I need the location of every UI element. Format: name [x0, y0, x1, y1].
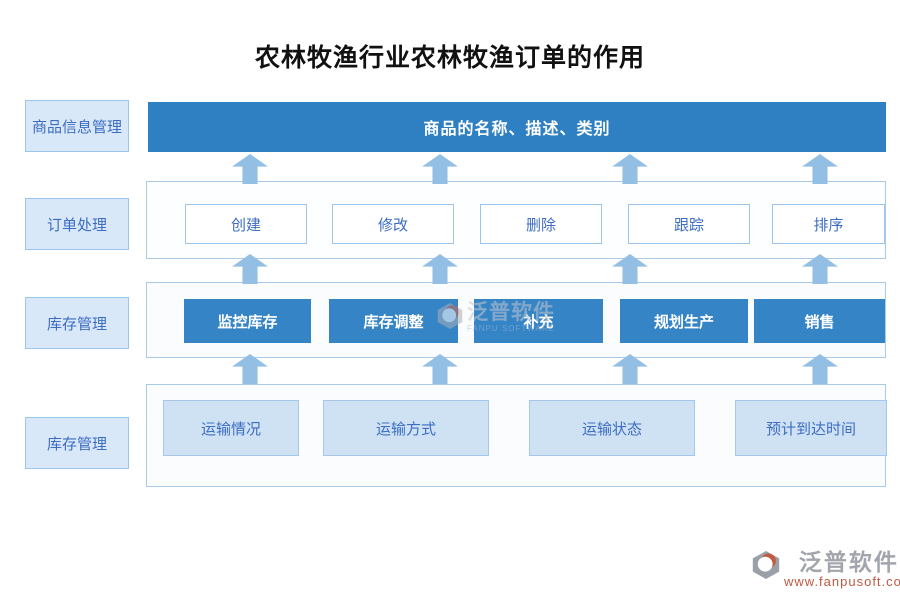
logo-url: www.fanpusoft.com: [784, 574, 900, 589]
inventory-button-plan-production: 规划生产: [620, 299, 748, 343]
up-arrow-icon: [422, 354, 458, 384]
inventory-panel: 监控库存 库存调整 补充 规划生产 销售: [146, 282, 886, 358]
transport-panel: 运输情况 运输方式 运输状态 预计到达时间: [146, 384, 887, 487]
up-arrow-icon: [802, 354, 838, 384]
up-arrow-icon: [802, 154, 838, 184]
order-button-modify: 修改: [332, 204, 454, 244]
order-processing-panel: 创建 修改 删除 跟踪 排序: [146, 181, 886, 259]
transport-button-status: 运输状态: [529, 400, 695, 456]
inventory-button-monitor: 监控库存: [184, 299, 311, 343]
side-label-order-processing: 订单处理: [25, 198, 129, 250]
transport-button-situation: 运输情况: [163, 400, 299, 456]
logo-brand: 泛普软件: [798, 549, 899, 575]
order-button-sort: 排序: [772, 204, 885, 244]
up-arrow-icon: [612, 154, 648, 184]
order-button-delete: 删除: [480, 204, 602, 244]
inventory-button-adjust: 库存调整: [329, 299, 458, 343]
order-button-track: 跟踪: [628, 204, 750, 244]
side-label-inventory: 库存管理: [25, 297, 129, 349]
product-info-banner: 商品的名称、描述、类别: [148, 102, 886, 152]
transport-button-mode: 运输方式: [323, 400, 489, 456]
up-arrow-icon: [422, 154, 458, 184]
up-arrow-icon: [232, 154, 268, 184]
transport-button-eta: 预计到达时间: [735, 400, 887, 456]
inventory-button-sales: 销售: [754, 299, 885, 343]
up-arrow-icon: [232, 354, 268, 384]
up-arrow-icon: [612, 354, 648, 384]
fanpu-logo: 泛普软件 www.fanpusoft.com: [752, 550, 900, 589]
inventory-button-replenish: 补充: [474, 299, 603, 343]
side-label-transport: 库存管理: [25, 417, 129, 469]
order-button-create: 创建: [185, 204, 307, 244]
side-label-product-info: 商品信息管理: [25, 100, 129, 152]
fanpu-logo-icon: [752, 551, 780, 579]
diagram-title: 农林牧渔行业农林牧渔订单的作用: [254, 45, 645, 72]
